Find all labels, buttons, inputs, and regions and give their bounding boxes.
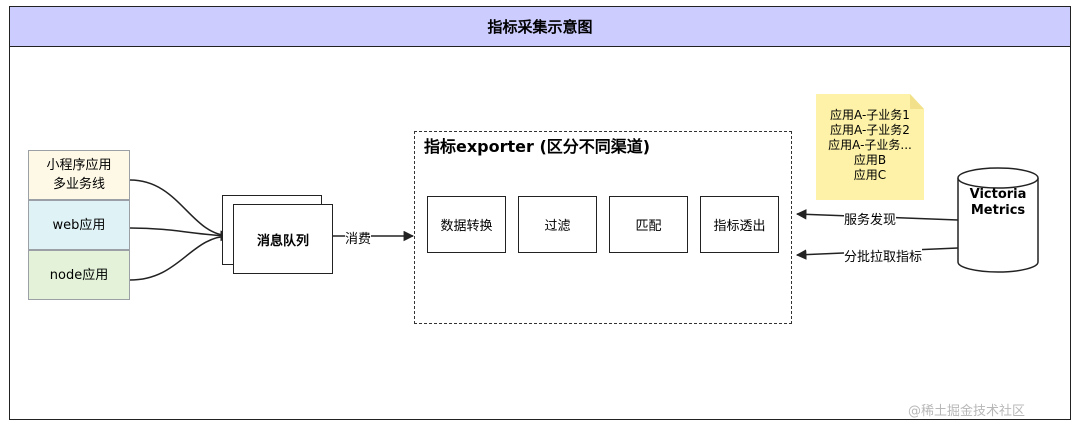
- source-miniprogram: 小程序应用多业务线: [28, 150, 130, 200]
- watermark: @稀土掘金技术社区: [908, 404, 1026, 419]
- source-web: web应用: [28, 200, 130, 250]
- exporter-title: 指标exporter (区分不同渠道): [424, 137, 651, 156]
- note-line: 应用B: [853, 153, 887, 167]
- step-expose-metrics: 指标透出: [700, 196, 779, 253]
- source-node: node应用: [28, 250, 130, 300]
- source-miniprogram-line2: 多业务线: [52, 177, 105, 192]
- victoria-line1: Victoria: [969, 187, 1027, 202]
- note-line: 应用A-子业务2: [830, 123, 910, 137]
- sticky-note: 应用A-子业务1 应用A-子业务2 应用A-子业务... 应用B 应用C: [816, 108, 924, 183]
- source-node-label: node应用: [49, 267, 109, 283]
- sticky-note-shape: [816, 94, 924, 200]
- batch-pull-label: 分批拉取指标: [844, 246, 923, 265]
- exporter-group: [414, 131, 792, 324]
- step-filter: 过滤: [518, 196, 597, 253]
- diagram-title: 指标采集示意图: [10, 7, 1070, 47]
- edge-miniprogram-to-queue: [129, 179, 232, 241]
- consume-label: 消费: [345, 228, 372, 247]
- step-match: 匹配: [609, 196, 688, 253]
- step-data-transform: 数据转换: [427, 196, 506, 253]
- edge-node-to-queue: [129, 230, 232, 281]
- source-web-label: web应用: [52, 217, 106, 233]
- victoria-metrics-label: Victoria Metrics: [958, 187, 1038, 219]
- victoria-metrics-cylinder: [957, 167, 1039, 273]
- note-line: 应用A-子业务...: [828, 138, 912, 152]
- service-discovery-label: 服务发现: [844, 209, 897, 228]
- note-line: 应用C: [853, 168, 887, 182]
- source-miniprogram-line1: 小程序应用: [46, 158, 112, 173]
- message-queue: 消息队列: [233, 204, 333, 274]
- victoria-line2: Metrics: [970, 203, 1026, 218]
- note-line: 应用A-子业务1: [830, 108, 910, 122]
- edge-web-to-queue: [129, 227, 232, 241]
